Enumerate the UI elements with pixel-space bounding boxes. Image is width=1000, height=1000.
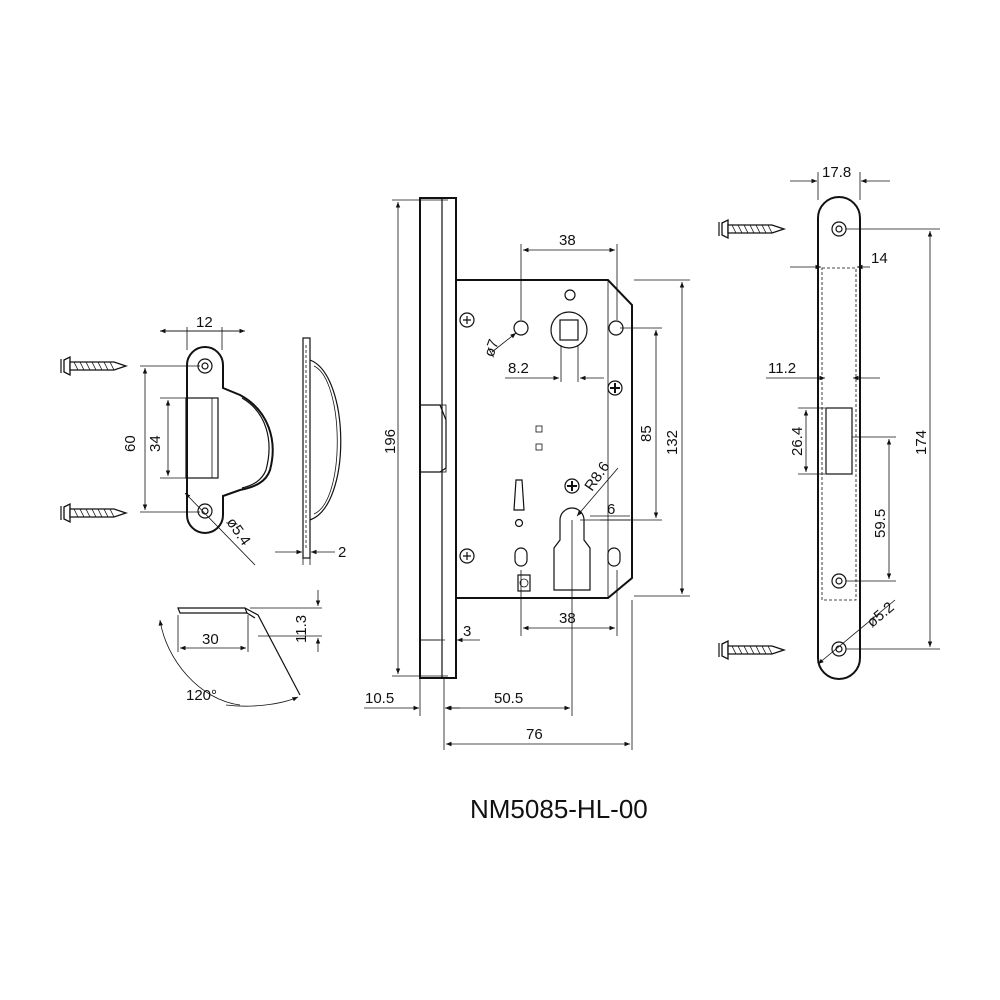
dim-case-height: 132: [664, 430, 681, 455]
dim-cylinder-offset: 6: [607, 501, 615, 518]
dim-case-depth: 76: [526, 726, 543, 743]
dim-faceplate-length: 174: [913, 430, 930, 455]
dim-spindle-hole: ø7: [481, 337, 503, 359]
dim-cylinder-radius: R8.6: [581, 459, 613, 495]
strike-plate-side: [302, 337, 342, 559]
dim-faceplate-hole: ø5.2: [864, 599, 898, 631]
latch-dims: 30 11.3 120°: [158, 590, 322, 707]
strike-latch-lip: [177, 607, 301, 696]
lock-case: [455, 279, 633, 599]
dim-strike-width: 12: [196, 314, 213, 331]
dim-latch-angle: 120°: [186, 687, 217, 704]
dim-faceplate-width: 17.8: [822, 164, 851, 181]
dim-faceplate-offset: 10.5: [365, 690, 394, 707]
screw-icon: [60, 503, 127, 523]
dim-slot-height: 26.4: [789, 427, 806, 456]
screw-icon: [718, 640, 785, 660]
drawing-title: NM5085-HL-00: [470, 794, 648, 824]
dim-cylinder-width: 38: [559, 610, 576, 627]
faceplate-front: [817, 196, 861, 680]
lock-body-dims: 196 38 132 85 ø7 8.2 R8.6 6 38: [364, 199, 690, 750]
screw-icon: [60, 356, 127, 376]
dim-latch-height: 11.3: [293, 615, 310, 643]
screw-icon: [718, 219, 785, 239]
lock-forend: [419, 197, 457, 679]
dim-faceplate-inner: 14: [871, 250, 888, 267]
dim-spindle-spacing: 38: [559, 232, 576, 249]
dim-strike-opening: 34: [147, 435, 164, 452]
strike-plate-dims: 12 60 34 ø5.4: [122, 314, 256, 566]
dim-lock-height: 196: [382, 429, 399, 454]
faceplate-dims: 17.8 14 11.2 26.4 59.5 174 ø5.2: [766, 164, 940, 665]
dim-faceplate-thickness: 3: [463, 623, 471, 640]
strike-plate-front: [185, 346, 274, 534]
strike-side-dims: 2: [275, 544, 346, 565]
dim-spindle-offset: 8.2: [508, 360, 529, 377]
dim-screw-pitch: 60: [122, 435, 139, 452]
dim-strike-hole: ø5.4: [223, 515, 254, 549]
dim-slot-width: 11.2: [768, 360, 796, 377]
dim-latch-length: 30: [202, 631, 219, 648]
dim-slot-to-hole: 59.5: [872, 509, 889, 538]
dim-strike-thickness: 2: [338, 544, 346, 561]
dim-follower-cylinder: 85: [638, 425, 655, 442]
dim-backset: 50.5: [494, 690, 523, 707]
